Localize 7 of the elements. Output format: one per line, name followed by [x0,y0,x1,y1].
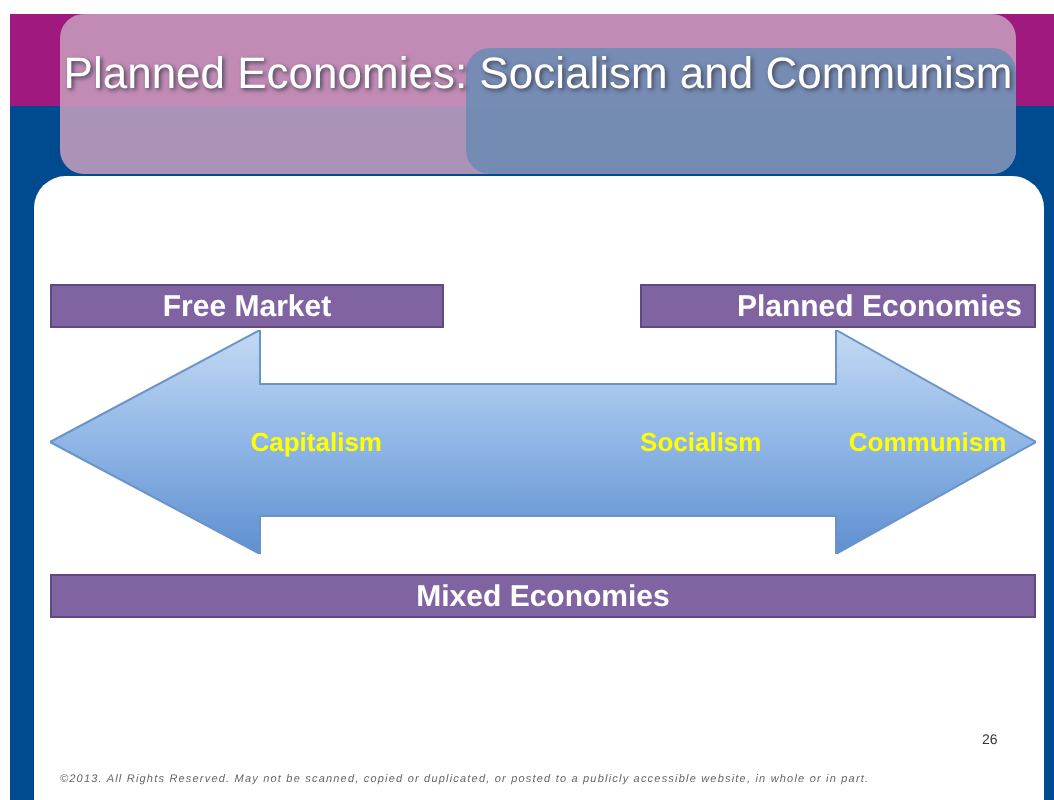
economy-label: Capitalism [250,427,382,457]
economy-label: Socialism [640,427,762,457]
label-bar: Mixed Economies [50,574,1036,618]
economy-label: Communism [848,427,1007,457]
label-bar: Free Market [50,284,444,328]
label-bar: Planned Economies [640,284,1036,328]
slide-title: Planned Economies: Socialism and Communism [61,46,1015,102]
